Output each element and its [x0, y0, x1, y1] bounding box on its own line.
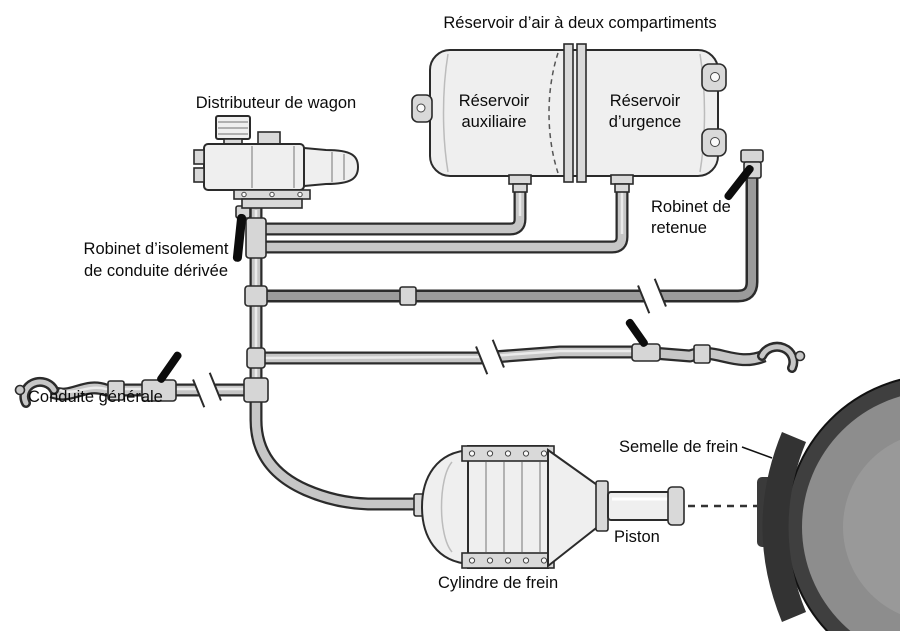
label-aux-reservoir-line1: Réservoir [459, 92, 530, 110]
tank-outlet-right [610, 174, 634, 185]
pipes-inner [50, 160, 766, 509]
cylinder-cone [547, 448, 601, 569]
pipe-sleeves [107, 217, 711, 403]
brake-shoe-assembly [757, 432, 807, 622]
brake-shoe [762, 432, 807, 622]
label-tank-title: Réservoir d’air à deux compartiments [443, 14, 716, 32]
label-retenue-line2: retenue [651, 219, 707, 237]
piston-rod-end [667, 486, 685, 526]
air-tank [411, 43, 727, 193]
cylinder-body [467, 445, 549, 569]
main-pipe-valve [141, 351, 182, 402]
pipe-break-derivee [637, 278, 667, 314]
valve-handle-icon [157, 351, 182, 383]
pipe-break-branch [475, 339, 505, 375]
label-urgence-reservoir-line2: d’urgence [609, 113, 681, 131]
valve-handle-icon [724, 164, 754, 201]
label-piston: Piston [614, 528, 660, 546]
cylinder-dome [420, 448, 471, 566]
pipe-break-main [192, 372, 222, 408]
labels: Réservoir d’air à deux compartiments Rés… [28, 14, 738, 592]
tank-outlet-left [508, 174, 532, 185]
label-distributeur: Distributeur de wagon [196, 94, 357, 112]
label-semelle: Semelle de frein [619, 438, 738, 456]
semelle-pointer-line [741, 446, 773, 459]
piston-rod [607, 491, 675, 521]
valve-handle-icon [625, 318, 648, 347]
isolation-valve [232, 205, 251, 262]
label-urgence-reservoir-line1: Réservoir [610, 92, 681, 110]
label-retenue-line1: Robinet de [651, 198, 731, 216]
distributor-valve [193, 115, 360, 209]
label-aux-reservoir-line2: auxiliaire [461, 113, 526, 131]
wheel-center [843, 439, 900, 615]
branch-pipe-valve [625, 318, 661, 362]
retaining-valve [724, 149, 764, 201]
glad-hand-coupling-left [14, 376, 59, 408]
label-isolement-line2: de conduite dérivée [84, 262, 228, 280]
label-cylindre: Cylindre de frein [438, 574, 558, 592]
brake-cylinder [413, 445, 760, 569]
valve-handle-icon [232, 213, 247, 262]
wheel [785, 378, 900, 631]
label-isolement-line1: Robinet d’isolement [84, 240, 229, 258]
distributor-bell [303, 146, 360, 188]
glad-hand-coupling-right [757, 341, 806, 373]
label-conduite-generale: Conduite générale [28, 388, 163, 406]
